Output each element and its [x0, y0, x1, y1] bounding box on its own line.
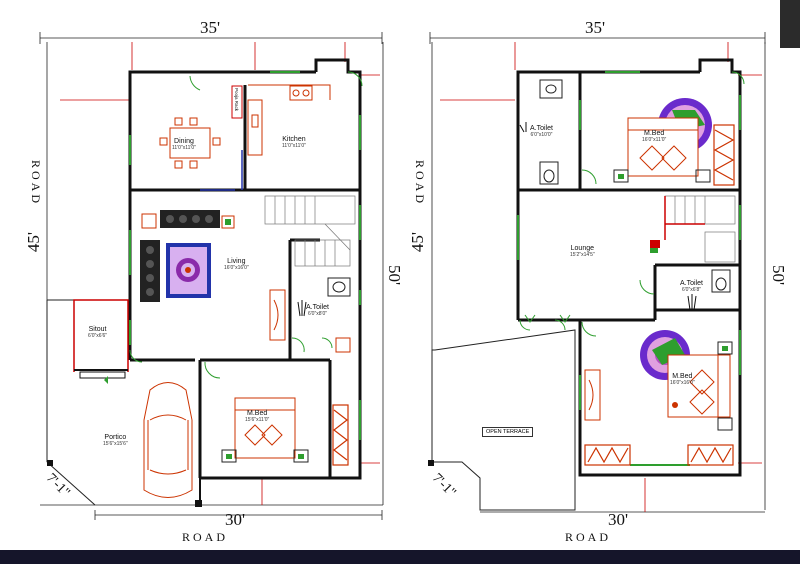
right-door-swings: [519, 71, 745, 337]
room-name: A.Toilet: [306, 304, 329, 311]
entry-arrow: [104, 376, 108, 384]
rug-icon: [166, 243, 211, 298]
room-size: 15'6"x11'0": [245, 417, 270, 423]
right-stair-icon: [664, 195, 736, 263]
right-road-bottom-label: ROAD: [565, 530, 612, 544]
entry-arrows: [524, 314, 571, 323]
right-width-top-dimension: 35': [585, 18, 606, 37]
room-name: Lounge: [570, 245, 594, 252]
sitout-area: [73, 299, 129, 379]
right-right-depth-dimension: 50': [769, 265, 788, 286]
portico-column: [195, 500, 202, 507]
kitchen-counter: [247, 84, 331, 156]
room-name: Kitchen: [282, 136, 306, 143]
right-depth-dimension: 45': [408, 232, 427, 253]
room-size: 15'2"x14'5": [570, 252, 595, 258]
left-door-swings: [129, 71, 363, 379]
room-name: M.Bed: [672, 373, 693, 380]
tv-unit: [269, 289, 286, 341]
room-size: 16'0"x16'0": [224, 265, 249, 271]
room-size: 6'0"x10'0": [530, 132, 553, 138]
wardrobe-icon: [332, 404, 349, 466]
right-road-side-label: ROAD: [413, 160, 427, 207]
left-dimension-lines: [39, 32, 384, 520]
room-name: Sitout: [88, 326, 107, 333]
bed-icon: [640, 330, 733, 431]
right-red-dim-markers: [440, 42, 762, 512]
car-icon: [143, 382, 193, 498]
left-width-top-dimension: 35': [200, 18, 221, 37]
terrace-outline: [431, 329, 576, 511]
left-windows: [129, 71, 361, 440]
right-windows: [517, 71, 741, 466]
left-right-depth-dimension: 50': [385, 265, 404, 286]
room-name: Living: [227, 258, 246, 265]
room-name: M.Bed: [247, 410, 268, 417]
viewer-corner-button[interactable]: [780, 0, 800, 48]
room-name: Dining: [174, 138, 194, 145]
room-size: 11'0"x11'0": [282, 143, 306, 149]
pooja-rack: [231, 85, 243, 119]
room-name: A.Toilet: [680, 280, 703, 287]
tv-unit: [584, 369, 601, 421]
bed-icon: [221, 397, 309, 463]
portico-column: [47, 460, 53, 466]
stair-icon: [264, 195, 356, 267]
left-road-side-label: ROAD: [29, 160, 43, 207]
room-size: 15'6"x15'6": [103, 441, 128, 447]
room-name: Portico: [104, 434, 127, 441]
right-dimension-lines: [429, 32, 766, 513]
dining-table-icon: [159, 117, 221, 169]
room-size: 6'0"x8'0": [307, 311, 328, 317]
room-size: 6'0"x6'6": [88, 333, 108, 339]
viewer-bottom-bar: [0, 550, 800, 564]
wardrobe-icon: [584, 444, 734, 466]
right-width-bottom-dimension: 30': [608, 510, 629, 529]
toilet-icon: [327, 277, 351, 353]
left-depth-dimension: 45': [24, 232, 43, 253]
pooja-rack-label: Pooja Rack: [234, 88, 239, 112]
room-name: M.Bed: [644, 130, 665, 137]
toilet-icon: [539, 79, 731, 293]
left-ground-floor-plan: [39, 32, 384, 520]
room-size: 16'0"x11'0": [642, 137, 667, 143]
sofa-icon: [140, 210, 235, 302]
left-road-bottom-label: ROAD: [182, 530, 229, 544]
right-first-floor-plan: [297, 32, 766, 513]
room-size: 11'0"x11'0": [172, 145, 196, 151]
open-terrace-label: OPEN TERRACE: [482, 427, 534, 437]
room-size: 16'0"x16'0": [670, 380, 695, 386]
bed-icon: [613, 98, 712, 183]
room-size: 6'0"x6'8": [681, 287, 702, 293]
left-width-bottom-dimension: 30': [225, 510, 246, 529]
room-name: A.Toilet: [530, 125, 553, 132]
wardrobe-icon: [713, 124, 735, 186]
